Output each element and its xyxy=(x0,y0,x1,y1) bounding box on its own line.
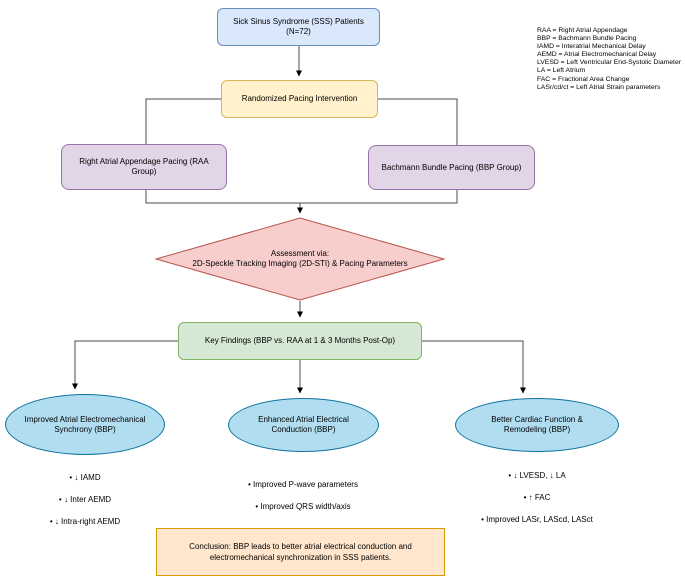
legend-line: RAA = Right Atrial Appendage xyxy=(537,27,628,34)
finding-item: • Improved P-wave parameters xyxy=(248,480,358,489)
assessment-diamond-shape xyxy=(154,217,446,301)
connector-intervention-to-bbp xyxy=(378,98,458,145)
arrow-findings-to-function xyxy=(422,340,526,394)
legend-line: FAC = Fractional Area Change xyxy=(537,75,630,83)
finding-item: • Improved QRS width/axis xyxy=(255,502,351,511)
finding-item: • ↑ FAC xyxy=(523,493,551,502)
finding-item: • ↓ IAMD xyxy=(69,473,101,482)
outcome-function-node: Better Cardiac Function & Remodeling (BB… xyxy=(455,398,619,452)
bbp-group-node: Bachmann Bundle Pacing (BBP Group) xyxy=(368,145,535,190)
outcome-synchrony-node: Improved Atrial Electromechanical Synchr… xyxy=(5,394,165,455)
abbreviation-legend: RAA = Right Atrial Appendage BBP = Bachm… xyxy=(537,27,685,92)
finding-item: • ↓ Inter AEMD xyxy=(58,495,112,504)
connector-intervention-to-raa xyxy=(145,98,221,144)
legend-line: IAMD = Interatrial Mechanical Delay xyxy=(537,43,646,51)
outcome-conduction-node: Enhanced Atrial Electrical Conduction (B… xyxy=(228,398,379,452)
finding-item: • ↓ LVESD, ↓ LA xyxy=(508,471,566,480)
patients-node: Sick Sinus Syndrome (SSS) Patients (N=72… xyxy=(217,8,380,46)
legend-line: LVESD = Left Ventricular End-Systolic Di… xyxy=(537,59,681,67)
finding-item: • ↓ Intra-right AEMD xyxy=(49,517,121,526)
assessment-node-label: Assessment via: 2D-Speckle Tracking Imag… xyxy=(192,249,408,268)
intervention-node: Randomized Pacing Intervention xyxy=(221,80,378,118)
legend-line: BBP = Bachmann Bundle Pacing xyxy=(537,35,637,43)
synchrony-findings-list: • ↓ IAMD • ↓ Inter AEMD • ↓ Intra-right … xyxy=(10,461,160,538)
legend-line: LA = Left Atrium xyxy=(537,67,586,75)
legend-line: AEMD = Atrial Electromechanical Delay xyxy=(537,51,657,59)
finding-item: • Improved LASr, LAScd, LASct xyxy=(481,515,593,524)
function-findings-list: • ↓ LVESD, ↓ LA • ↑ FAC • Improved LASr,… xyxy=(437,459,637,536)
raa-group-node: Right Atrial Appendage Pacing (RAA Group… xyxy=(61,144,227,190)
connector-groups-joiner xyxy=(145,190,458,204)
key-findings-node: Key Findings (BBP vs. RAA at 1 & 3 Month… xyxy=(178,322,422,360)
legend-line: LASr/cd/ct = Left Atrial Strain paramete… xyxy=(537,83,661,91)
arrow-findings-to-synchrony xyxy=(72,340,178,390)
conclusion-node: Conclusion: BBP leads to better atrial e… xyxy=(156,528,445,576)
conduction-findings-list: • Improved P-wave parameters • Improved … xyxy=(203,468,403,523)
